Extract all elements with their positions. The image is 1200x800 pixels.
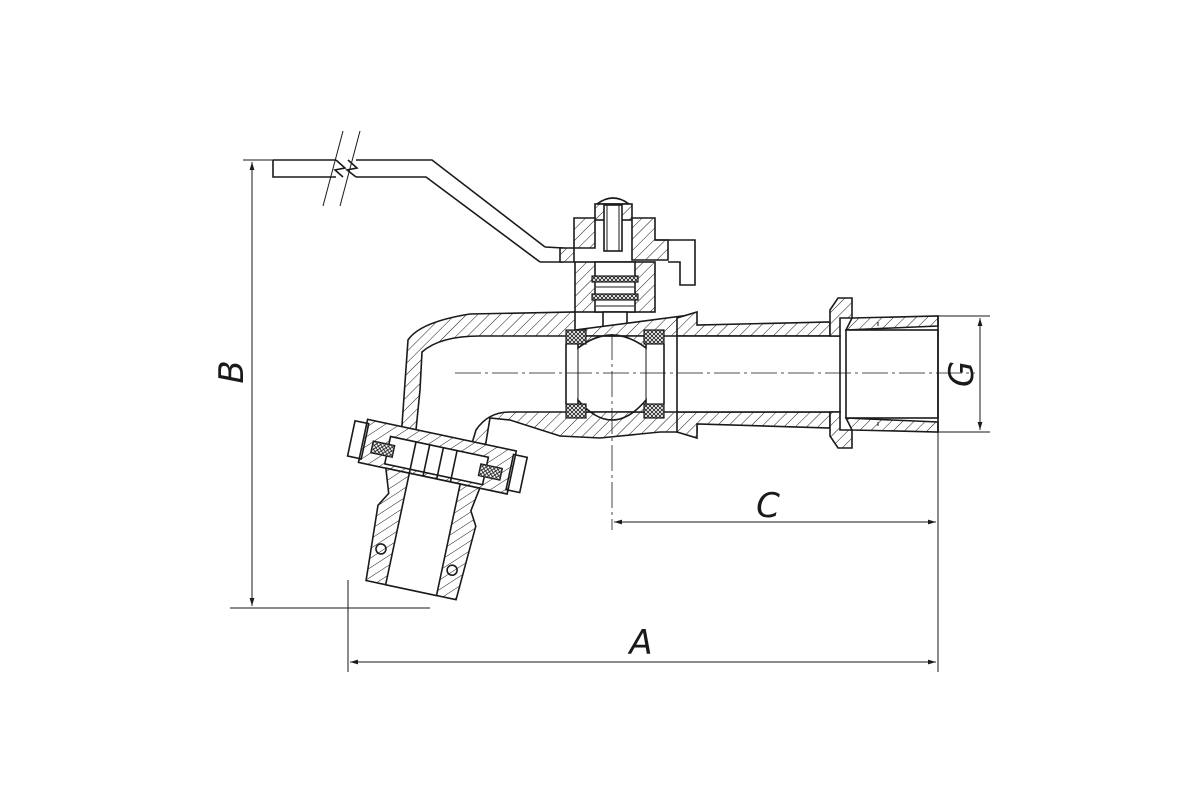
dim-a-label: A bbox=[627, 623, 652, 663]
dim-b-label: B bbox=[212, 360, 252, 383]
pipe-wall-bottom bbox=[676, 411, 831, 440]
hex-collar-bottom bbox=[829, 411, 853, 449]
tail-ring-left bbox=[375, 543, 387, 555]
seat-seal-top-right bbox=[643, 329, 665, 345]
union-seal-right bbox=[477, 463, 504, 481]
valve-body bbox=[401, 311, 698, 451]
stem-screw bbox=[603, 204, 623, 252]
stem-nut bbox=[594, 197, 632, 205]
nut-lug-left bbox=[346, 419, 370, 460]
hose-union bbox=[346, 418, 529, 601]
stem-oring-2 bbox=[591, 293, 639, 301]
union-seal-left bbox=[370, 440, 396, 459]
bonnet-right bbox=[631, 217, 669, 261]
tail-ring-right bbox=[446, 564, 458, 577]
stem-assembly bbox=[559, 197, 696, 335]
seat-seal-bottom-right bbox=[643, 403, 665, 419]
dimensions: B A C G bbox=[212, 159, 990, 672]
hose-tail-bore bbox=[384, 472, 462, 597]
seat-seal-bottom-left bbox=[565, 403, 587, 419]
bonnet-left bbox=[559, 217, 596, 263]
pipe-wall-top bbox=[676, 310, 831, 337]
inlet-pipe bbox=[676, 297, 939, 449]
seat-seal-top-left bbox=[565, 329, 587, 345]
dim-c-label: C bbox=[756, 486, 780, 526]
hex-collar-top bbox=[829, 297, 853, 337]
thread-bottom bbox=[844, 417, 939, 433]
lever-handle bbox=[272, 130, 564, 263]
stem-oring-1 bbox=[591, 275, 639, 283]
break-line-1 bbox=[322, 130, 344, 207]
stop-plate bbox=[655, 239, 696, 286]
center-lines bbox=[455, 334, 975, 530]
nut-lug-right bbox=[505, 453, 529, 494]
dim-g-label: G bbox=[942, 361, 982, 387]
body-bore bbox=[413, 335, 698, 451]
break-line-2 bbox=[339, 130, 361, 207]
thread-top bbox=[844, 315, 939, 331]
